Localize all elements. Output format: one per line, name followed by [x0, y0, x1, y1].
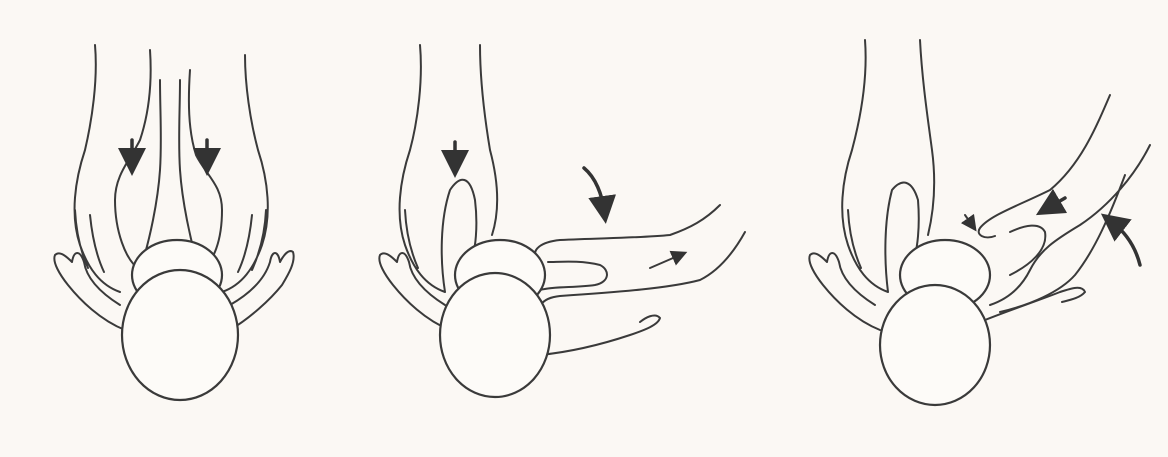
infant-head	[440, 273, 550, 397]
adult-diagonal-hand	[979, 95, 1150, 312]
small-arrow-icon	[650, 255, 680, 268]
infant-head	[880, 285, 990, 405]
adult-side-hand	[535, 205, 745, 315]
curved-arrow-icon	[1112, 222, 1140, 265]
curved-arrow-icon	[584, 168, 604, 210]
infant-right-arm	[230, 251, 294, 330]
panel-1-illustration	[54, 45, 293, 400]
panel-2-illustration	[379, 45, 745, 397]
infant-right-arm	[985, 288, 1085, 320]
small-arrow-icon	[965, 215, 972, 225]
infant-right-arm	[540, 315, 660, 355]
infant-left-arm	[809, 253, 880, 330]
infant-head	[122, 270, 238, 400]
left-arrow-icon	[1048, 198, 1065, 208]
panel-3-illustration	[809, 40, 1150, 405]
